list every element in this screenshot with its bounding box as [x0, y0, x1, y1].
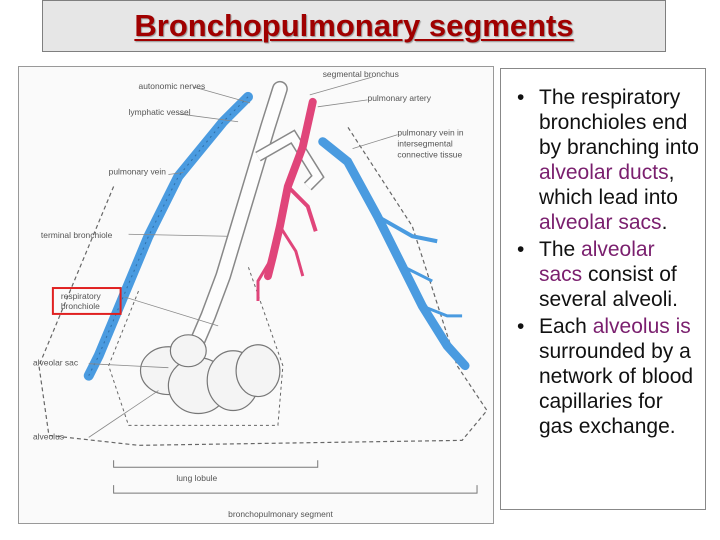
label-pulmonary-vein: pulmonary vein: [109, 167, 167, 177]
bullet-text: consist of several alveoli.: [539, 263, 678, 311]
anatomy-diagram: autonomic nerves segmental bronchus lymp…: [33, 69, 488, 519]
bullet-text: .: [661, 211, 668, 234]
right-vein-branch3: [421, 304, 463, 318]
bronchus-fill: [186, 82, 287, 358]
label-terminal-bronchiole: terminal bronchiole: [41, 230, 113, 240]
artery-branch1: [286, 185, 318, 232]
bullet-item: The alveolar sacs consist of several alv…: [511, 237, 701, 312]
label-autonomic-nerves: autonomic nerves: [139, 81, 206, 91]
right-vein-branch2: [401, 264, 433, 283]
slide-title: Bronchopulmonary segments: [134, 8, 574, 43]
bullet-text: surrounded by a network of blood capilla…: [539, 340, 694, 438]
alveolar-sac-cluster: [139, 334, 281, 415]
lobule-bracket: [113, 460, 319, 468]
segment-bracket: [113, 485, 478, 494]
artery-branch2: [278, 225, 305, 277]
label-respiratory-1: respiratory: [61, 291, 102, 301]
anatomy-figure: autonomic nerves segmental bronchus lymp…: [18, 66, 494, 524]
label-lymphatic-vessel: lymphatic vessel: [129, 107, 191, 117]
bronchus-branch-fill: [256, 131, 323, 190]
bullet-text: The respiratory bronchioles end by branc…: [539, 86, 699, 159]
label-pulmonary-vein-1: pulmonary vein in: [397, 128, 464, 138]
label-bronchopulmonary-segment: bronchopulmonary segment: [228, 509, 333, 519]
text-panel: The respiratory bronchioles end by branc…: [500, 68, 706, 510]
label-alveolus: alveolus: [33, 431, 64, 441]
label-lung-lobule: lung lobule: [176, 473, 217, 483]
right-vein: [318, 137, 470, 371]
title-box: Bronchopulmonary segments: [42, 0, 666, 52]
artery-branch3: [256, 255, 275, 301]
bullet-item: The respiratory bronchioles end by branc…: [511, 85, 701, 235]
highlight-text: alveolar sacs: [539, 238, 655, 286]
bullet-item: Each alveolus is surrounded by a network…: [511, 314, 701, 439]
bullet-list: The respiratory bronchioles end by branc…: [501, 69, 705, 439]
bullet-text: Each: [539, 315, 593, 338]
left-vein: [83, 91, 254, 381]
highlight-text: alveolar sacs: [539, 211, 662, 234]
label-alveolar-sac: alveolar sac: [33, 358, 78, 368]
label-pulmonary-vein-3: connective tissue: [397, 150, 462, 160]
label-segmental-bronchus: segmental bronchus: [323, 69, 399, 79]
highlight-text: alveolar ducts: [539, 161, 669, 184]
bullet-text: , which lead into: [539, 161, 678, 209]
segment-outline: [38, 126, 488, 446]
right-vein-branch: [376, 214, 438, 244]
respiratory-bronchiole-highlight: [51, 287, 122, 315]
highlight-text: alveolus is: [592, 315, 691, 338]
label-respiratory-2: bronchiole: [61, 301, 100, 311]
lobule-outline: [108, 265, 284, 426]
bullet-text: The: [539, 238, 582, 261]
label-pulmonary-artery: pulmonary artery: [368, 93, 432, 103]
label-pulmonary-vein-2: intersegmental: [397, 139, 453, 149]
